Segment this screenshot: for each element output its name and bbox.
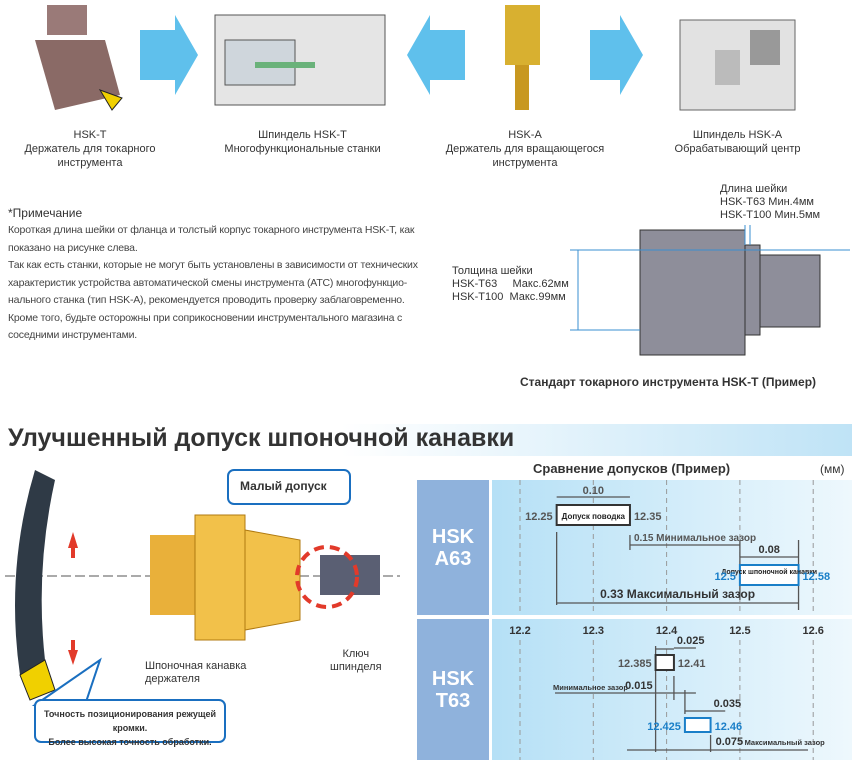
comparison-title: Сравнение допусков (Пример) <box>533 461 731 476</box>
max-gap-label: 0.33 Максимальный зазор <box>600 587 755 601</box>
note-title: *Примечание <box>8 206 83 220</box>
axis-tick-label: 12.6 <box>802 625 823 637</box>
groove-width: 0.035 <box>714 698 742 710</box>
note-line: Так как есть станки, которые не могут бы… <box>8 259 418 271</box>
min-gap-label: Минимальное зазор <box>553 683 628 692</box>
note: *Примечание Короткая длина шейки от флан… <box>8 206 438 345</box>
groove-min: 12.5 <box>714 571 735 583</box>
hsk-a-holder-image <box>505 5 540 110</box>
max-gap: 0.075 <box>716 736 744 748</box>
arrow-right-icon <box>140 15 198 95</box>
driver-min: 12.25 <box>525 511 553 523</box>
keyway-figure <box>5 469 400 743</box>
axis-tick-label: 12.5 <box>729 625 750 637</box>
axis-tick-label: 12.3 <box>583 625 604 637</box>
accuracy-note: Точность позиционирования режущей кромки… <box>43 709 217 747</box>
driver-min: 12.385 <box>618 658 652 670</box>
max-gap-label: Максимальный зазор <box>745 738 826 747</box>
hsk-t-holder-image <box>35 5 123 111</box>
driver-tolerance-box <box>555 504 631 526</box>
machining-center-image <box>679 19 796 111</box>
hsk-t-tool-drawing <box>570 225 850 356</box>
driver-tolerance-label: Допуск поводка <box>562 512 626 521</box>
a63-panel <box>492 480 852 615</box>
arrow-right-icon <box>590 15 643 95</box>
small-tolerance-callout: Малый допуск <box>240 479 327 493</box>
note-line: показано на рисунке слева. <box>8 241 138 254</box>
driver-width: 0.025 <box>677 635 705 647</box>
driver-tolerance-box <box>654 654 675 671</box>
note-line: соседними инструментами. <box>8 329 138 341</box>
note-line: нального станка (тип HSK-A), рекомендует… <box>8 294 405 306</box>
note-line: Короткая длина шейки от фланца и толстый… <box>8 224 415 236</box>
groove-tolerance-box <box>683 717 712 733</box>
driver-max: 12.35 <box>634 511 662 523</box>
groove-tolerance-box <box>738 564 800 586</box>
axis-tick-label: 12.4 <box>656 625 678 637</box>
driver-max: 12.41 <box>678 658 706 670</box>
groove-min: 12.425 <box>647 721 681 733</box>
unit-label: (мм) <box>820 462 845 476</box>
note-line: характеристик устройства автоматической … <box>8 276 408 289</box>
lathe-image <box>214 14 386 106</box>
section-header <box>0 424 852 456</box>
groove-max: 12.46 <box>715 721 743 733</box>
groove-max: 12.58 <box>803 571 831 583</box>
axis-tick-label: 12.2 <box>509 625 530 637</box>
arrow-left-icon <box>407 15 465 95</box>
note-line: Кроме того, будьте осторожны при соприко… <box>8 311 403 324</box>
section-title: Улучшенный допуск шпоночной канавки <box>8 424 515 452</box>
min-gap: 0.015 <box>625 680 653 692</box>
t63-panel <box>492 619 852 760</box>
top-illustrations <box>35 5 796 111</box>
groove-tolerance-label: Допуск шпоночной канавки <box>721 568 817 576</box>
driver-width: 0.10 <box>583 485 604 497</box>
tool-figure-caption: Стандарт токарного инструмента HSK-T (Пр… <box>520 375 817 389</box>
min-gap-label: 0.15 Минимальное зазор <box>634 533 756 544</box>
groove-width: 0.08 <box>759 544 780 556</box>
